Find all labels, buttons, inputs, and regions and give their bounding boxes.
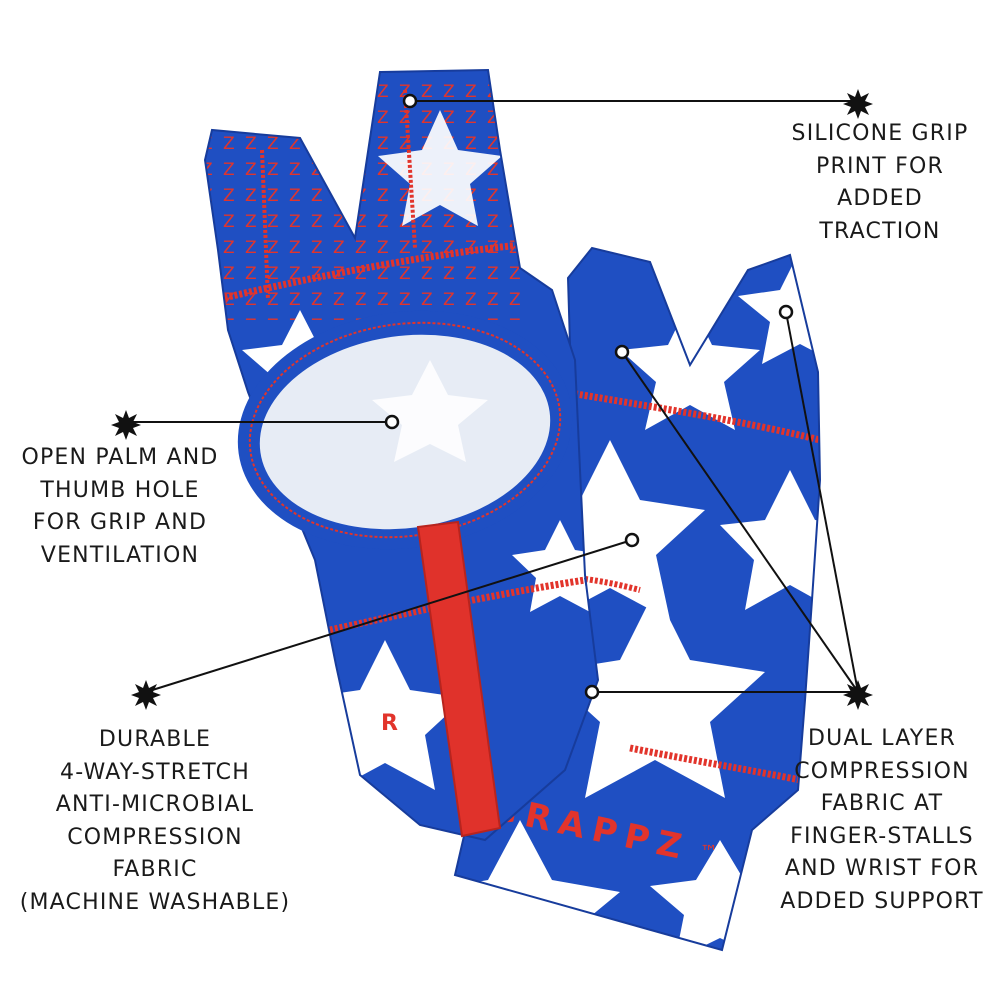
callout-line: FINGER-STALLS xyxy=(790,823,974,849)
star-burst-icon xyxy=(131,680,161,710)
finger-stall-seam xyxy=(403,89,417,249)
marker-group xyxy=(111,89,873,710)
callout-line: 4-WAY-STRETCH xyxy=(60,759,250,785)
callout-line: ADDED xyxy=(837,186,923,211)
star-shape xyxy=(545,590,765,798)
right-hand-marker: R xyxy=(381,711,398,736)
star-shape xyxy=(512,520,598,612)
endpoint-circle xyxy=(584,684,600,700)
leader-line-dual-2 xyxy=(621,351,859,693)
finger-stall-seam xyxy=(564,388,820,444)
callout-line: OPEN PALM AND xyxy=(21,445,219,470)
star-shape xyxy=(720,470,820,610)
callout-open-palm: OPEN PALM AND THUMB HOLE FOR GRIP AND VE… xyxy=(0,442,240,572)
leader-lines xyxy=(126,100,859,693)
callout-line: FABRIC xyxy=(112,857,198,882)
callout-dual-layer: DUAL LAYER COMPRESSION FABRIC AT FINGER-… xyxy=(764,723,1000,918)
endpoint-circle xyxy=(402,93,418,109)
callout-line: ADDED SUPPORT xyxy=(780,888,984,914)
star-shape xyxy=(738,250,820,364)
trademark-symbol: ™ xyxy=(700,842,718,863)
callout-silicone-grip: SILICONE GRIP PRINT FOR ADDED TRACTION xyxy=(760,118,1000,248)
leader-line-fabric xyxy=(145,539,633,693)
leader-endpoints xyxy=(384,93,794,700)
callout-line: THUMB HOLE xyxy=(40,477,200,503)
red-wrist-strap-edge xyxy=(416,520,502,838)
endpoint-circle xyxy=(624,532,640,548)
back-glove-outline xyxy=(453,246,822,952)
callout-line: COMPRESSION xyxy=(67,824,243,850)
knuckle-seam xyxy=(214,241,521,304)
callout-line: DUAL LAYER xyxy=(807,726,957,751)
wrist-seam-lower xyxy=(629,744,801,784)
callout-line: VENTILATION xyxy=(40,542,200,568)
endpoint-circle xyxy=(384,414,400,430)
silicone-grip-print xyxy=(205,70,525,320)
callout-durable-fabric: DURABLE 4-WAY-STRETCH ANTI-MICROBIAL COM… xyxy=(0,724,310,919)
callout-line: FOR GRIP AND xyxy=(32,510,208,535)
callout-line: TRACTION xyxy=(819,218,941,244)
callout-line: COMPRESSION xyxy=(794,758,970,784)
callout-line: (MACHINE WASHABLE) xyxy=(19,889,291,915)
star-burst-icon xyxy=(111,410,141,440)
callout-line: FABRIC AT xyxy=(820,791,944,816)
callout-line: AND WRIST FOR xyxy=(784,856,980,881)
callout-line: PRINT FOR xyxy=(816,153,944,179)
star-shape xyxy=(372,360,488,462)
star-burst-icon xyxy=(843,89,873,119)
callout-line: SILICONE GRIP xyxy=(791,121,969,146)
callout-line: DURABLE xyxy=(98,727,212,752)
callout-line: ANTI-MICROBIAL xyxy=(55,792,255,817)
leader-line-dual-3 xyxy=(785,311,859,693)
finger-stall-seam xyxy=(260,149,270,301)
star-burst-icon xyxy=(843,680,873,710)
wrist-seam-front xyxy=(329,576,586,634)
endpoint-circle xyxy=(778,304,794,320)
endpoint-circle xyxy=(614,344,630,360)
star-shape xyxy=(378,110,502,226)
